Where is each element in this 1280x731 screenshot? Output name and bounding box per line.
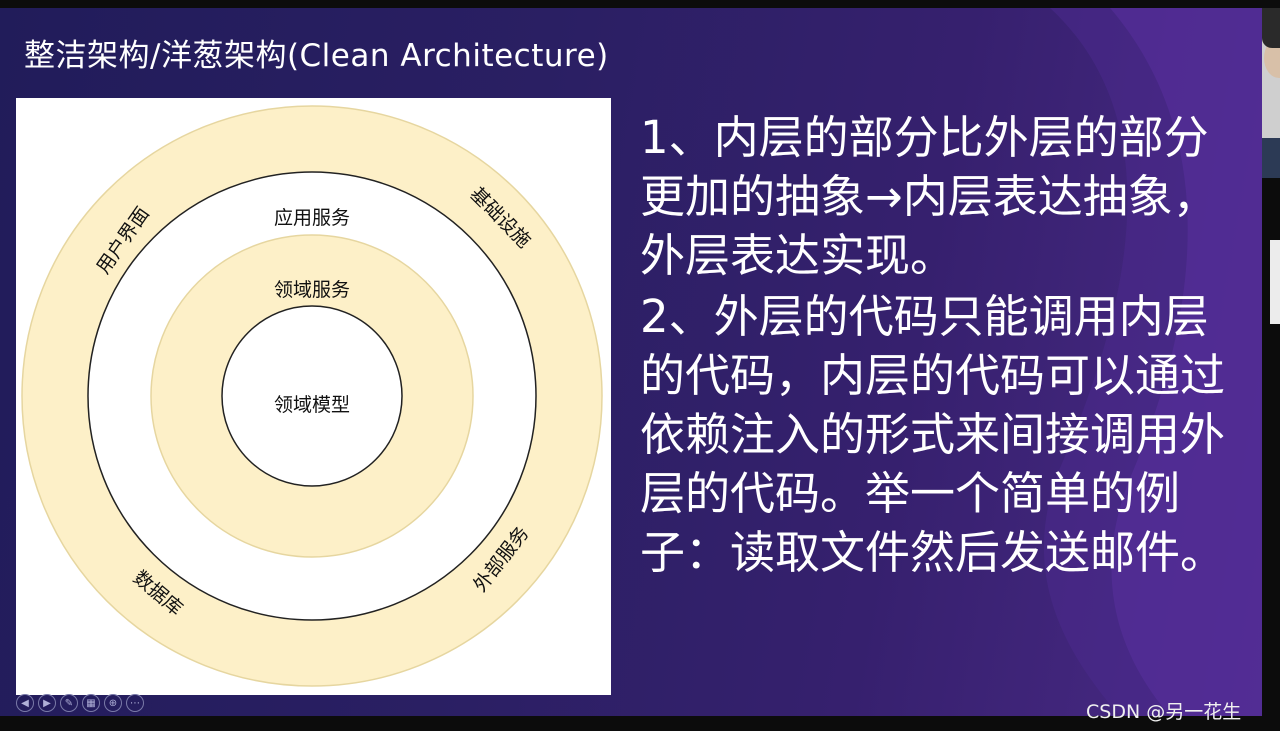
csdn-watermark: CSDN @另一花生 bbox=[1086, 701, 1242, 723]
zoom-icon[interactable]: ⊕ bbox=[104, 694, 122, 712]
more-icon[interactable]: ⋯ bbox=[126, 694, 144, 712]
layer-label-domain-service: 领域服务 bbox=[274, 279, 350, 301]
side-edge-strip bbox=[1270, 240, 1280, 324]
point-1: 1、内层的部分比外层的部分更加的抽象→内层表达抽象，外层表达实现。 bbox=[640, 111, 1218, 282]
slideshow-toolbar: ◀ ▶ ✎ ▦ ⊕ ⋯ bbox=[16, 694, 144, 714]
domain-model-core bbox=[221, 305, 403, 487]
layer-label-domain-model: 领域模型 bbox=[274, 394, 350, 416]
layer-label-application: 应用服务 bbox=[274, 207, 350, 229]
point-2: 2、外层的代码只能调用内层的代码，内层的代码可以通过依赖注入的形式来间接调用外层… bbox=[640, 290, 1226, 579]
slide-background-wave bbox=[1043, 8, 1262, 716]
onion-diagram-svg: 应用服务 领域服务 领域模型 用户界面 基础设施 数据库 外部服务 bbox=[21, 105, 603, 687]
presenter-shirt bbox=[1262, 138, 1280, 178]
slides-grid-icon[interactable]: ▦ bbox=[82, 694, 100, 712]
pen-icon[interactable]: ✎ bbox=[60, 694, 78, 712]
presenter-hair bbox=[1262, 8, 1280, 48]
next-icon[interactable]: ▶ bbox=[38, 694, 56, 712]
onion-architecture-diagram: 应用服务 领域服务 领域模型 用户界面 基础设施 数据库 外部服务 bbox=[16, 98, 611, 695]
previous-icon[interactable]: ◀ bbox=[16, 694, 34, 712]
presentation-slide: 整洁架构/洋葱架构(Clean Architecture) 应用服务 领域服务 … bbox=[0, 8, 1262, 716]
webcam-overlay bbox=[1262, 8, 1280, 178]
slide-bullet-points: 1、内层的部分比外层的部分更加的抽象→内层表达抽象，外层表达实现。 2、外层的代… bbox=[640, 108, 1240, 584]
presenter-face bbox=[1264, 38, 1280, 78]
slide-title: 整洁架构/洋葱架构(Clean Architecture) bbox=[24, 38, 609, 74]
